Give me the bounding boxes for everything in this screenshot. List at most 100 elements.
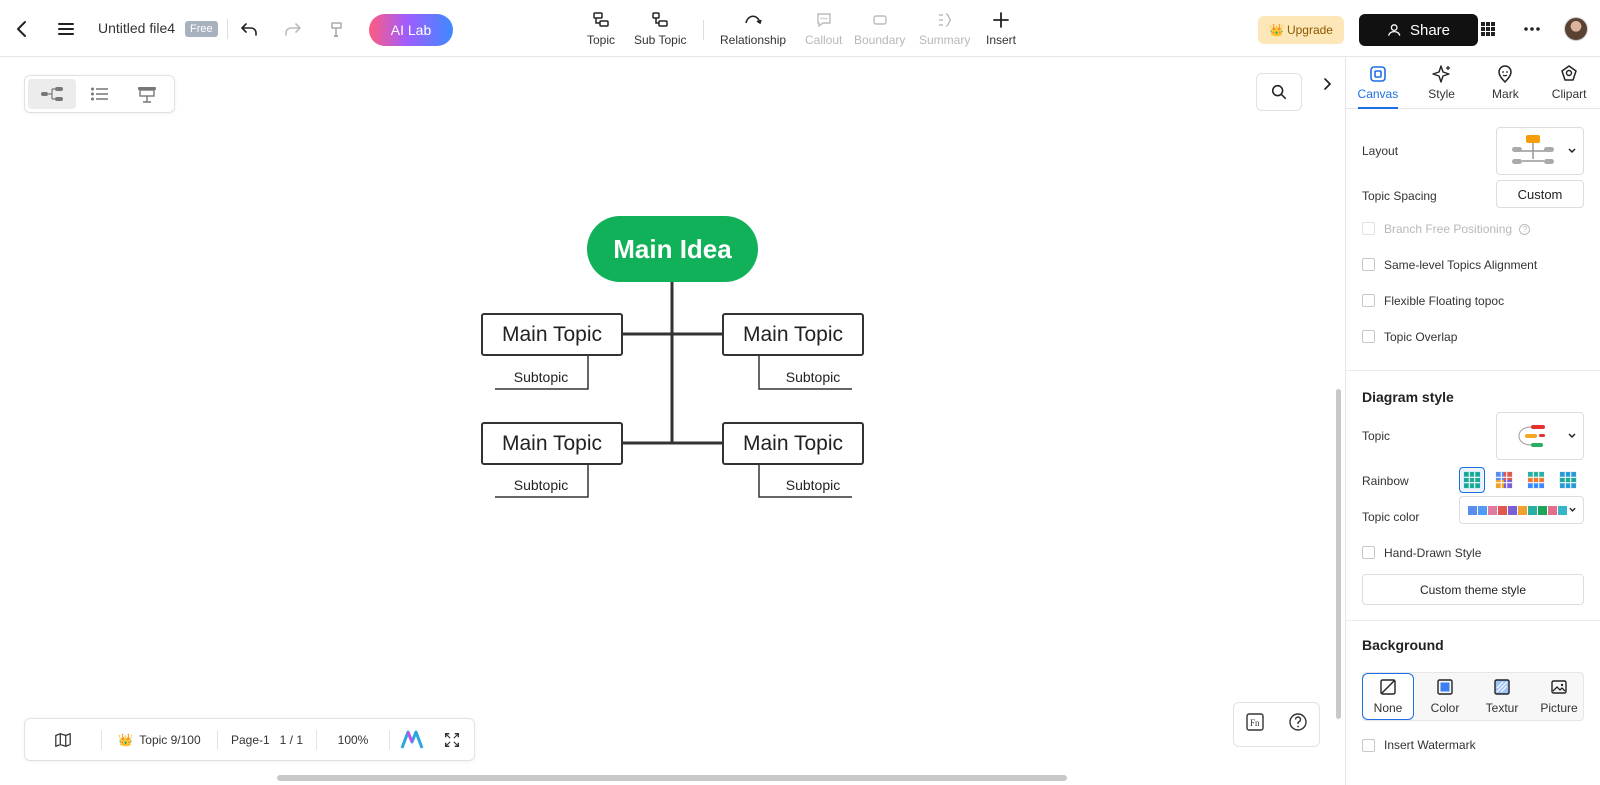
topic-count[interactable]: 👑 Topic 9/100 xyxy=(118,732,201,747)
layout-thumbnail-icon xyxy=(1512,135,1554,164)
outline-view-icon[interactable] xyxy=(76,79,124,109)
same-level-alignment-checkbox[interactable] xyxy=(1362,258,1375,271)
ai-lab-button[interactable]: AI Lab xyxy=(369,14,453,46)
more-icon[interactable] xyxy=(1518,15,1546,43)
presentation-view-icon[interactable] xyxy=(123,79,171,109)
tool-insert[interactable]: Insert xyxy=(986,10,1016,47)
tool-relationship[interactable]: Relationship xyxy=(720,10,786,47)
topic-style-thumbnail-icon xyxy=(1518,425,1545,447)
properties-panel: Canvas Style Mark Clipart Layout Topic S… xyxy=(1345,57,1600,785)
map-icon[interactable] xyxy=(25,719,101,760)
rainbow-option[interactable] xyxy=(1459,467,1485,493)
bg-picture-option[interactable]: Picture xyxy=(1533,673,1585,720)
help-icon[interactable] xyxy=(1288,712,1308,737)
page-indicator[interactable]: Page-1 1 / 1 xyxy=(230,732,304,747)
avatar[interactable] xyxy=(1564,17,1588,41)
clipart-icon xyxy=(1561,65,1577,81)
bg-texture-option[interactable]: Textur xyxy=(1476,673,1528,720)
mindmap-view-icon[interactable] xyxy=(28,79,76,109)
watermark-label: Insert Watermark xyxy=(1384,738,1476,752)
tool-summary[interactable]: Summary xyxy=(919,10,970,47)
share-button[interactable]: Share xyxy=(1359,14,1478,46)
chevron-right-icon xyxy=(1324,78,1332,90)
file-title[interactable]: Untitled file4 xyxy=(98,20,176,36)
tab-mark[interactable]: Mark xyxy=(1474,57,1538,108)
hand-drawn-checkbox[interactable] xyxy=(1362,546,1375,559)
divider xyxy=(389,729,390,750)
subtopic-icon xyxy=(652,12,668,27)
texture-icon xyxy=(1494,679,1510,695)
picture-icon xyxy=(1551,680,1567,694)
topic-color-label: Topic color xyxy=(1362,510,1420,524)
vertical-scrollbar[interactable] xyxy=(1336,389,1341,719)
custom-theme-button[interactable]: Custom theme style xyxy=(1362,574,1584,605)
tool-callout[interactable]: Callout xyxy=(805,10,842,47)
subtopic-node[interactable]: Subtopic xyxy=(513,477,569,493)
color-swatches xyxy=(1468,505,1568,515)
rainbow-option[interactable] xyxy=(1555,467,1581,493)
apps-grid-icon[interactable] xyxy=(1474,15,1502,43)
rainbow-option[interactable] xyxy=(1491,467,1517,493)
topic-style-label: Topic xyxy=(1362,429,1391,443)
panel-collapse-button[interactable] xyxy=(1320,67,1336,101)
chevron-down-icon xyxy=(1569,507,1576,512)
zoom-level[interactable]: 100% xyxy=(337,732,369,747)
upgrade-button[interactable]: 👑 Upgrade xyxy=(1258,16,1344,44)
redo-icon[interactable] xyxy=(279,15,307,43)
topic-spacing-button[interactable]: Custom xyxy=(1496,180,1584,208)
divider xyxy=(1346,370,1600,371)
main-topic-node[interactable]: Main Topic xyxy=(722,313,864,356)
divider xyxy=(1346,620,1600,621)
subtopic-node[interactable]: Subtopic xyxy=(785,369,841,385)
format-painter-icon[interactable] xyxy=(323,15,351,43)
divider xyxy=(227,19,228,39)
horizontal-scrollbar[interactable] xyxy=(277,775,1067,781)
tab-canvas[interactable]: Canvas xyxy=(1346,57,1410,109)
mark-icon xyxy=(1498,65,1513,84)
formula-icon[interactable]: Fn xyxy=(1245,712,1265,737)
ai-logo-icon[interactable] xyxy=(390,719,434,760)
mindmap-connectors xyxy=(495,282,852,498)
watermark-checkbox[interactable] xyxy=(1362,739,1375,752)
fullscreen-icon[interactable] xyxy=(434,719,470,760)
topic-color-select[interactable] xyxy=(1459,496,1584,524)
rainbow-option[interactable] xyxy=(1523,467,1549,493)
color-swatch xyxy=(1478,505,1487,515)
topic-overlap-checkbox[interactable] xyxy=(1362,330,1375,343)
tab-clipart[interactable]: Clipart xyxy=(1537,57,1600,108)
main-idea-node[interactable]: Main Idea xyxy=(587,216,758,282)
main-topic-node[interactable]: Main Topic xyxy=(722,422,864,465)
summary-icon xyxy=(938,13,951,27)
search-button[interactable] xyxy=(1256,73,1302,111)
svg-text:Fn: Fn xyxy=(1250,718,1260,728)
main-topic-node[interactable]: Main Topic xyxy=(481,313,623,356)
canvas[interactable]: Main Idea Main Topic Main Topic Main Top… xyxy=(0,57,1341,785)
divider xyxy=(703,20,704,40)
color-swatch xyxy=(1558,505,1567,515)
flexible-floating-checkbox[interactable] xyxy=(1362,294,1375,307)
branch-free-checkbox[interactable] xyxy=(1362,222,1375,235)
diagram-style-title: Diagram style xyxy=(1362,389,1454,405)
bg-color-option[interactable]: Color xyxy=(1419,673,1471,720)
main-topic-node[interactable]: Main Topic xyxy=(481,422,623,465)
topic-style-select[interactable] xyxy=(1496,412,1584,460)
topic-icon xyxy=(593,12,609,27)
rainbow-theme-icon xyxy=(1559,471,1577,489)
top-toolbar: Untitled file4 Free AI Lab Topic Sub Top… xyxy=(0,0,1600,57)
user-icon xyxy=(1387,24,1401,36)
back-icon[interactable] xyxy=(8,15,36,43)
bg-none-option[interactable]: None xyxy=(1362,673,1414,720)
tool-topic[interactable]: Topic xyxy=(587,10,615,47)
no-fill-icon xyxy=(1380,679,1396,695)
subtopic-node[interactable]: Subtopic xyxy=(785,477,841,493)
layout-select[interactable] xyxy=(1496,127,1584,175)
tool-sub-topic[interactable]: Sub Topic xyxy=(634,10,686,47)
undo-icon[interactable] xyxy=(235,15,263,43)
tab-style[interactable]: Style xyxy=(1410,57,1474,108)
subtopic-node[interactable]: Subtopic xyxy=(513,369,569,385)
menu-icon[interactable] xyxy=(52,15,80,43)
layout-label: Layout xyxy=(1362,144,1399,158)
canvas-icon xyxy=(1370,66,1386,82)
color-fill-icon xyxy=(1437,679,1453,695)
tool-boundary[interactable]: Boundary xyxy=(854,10,905,47)
